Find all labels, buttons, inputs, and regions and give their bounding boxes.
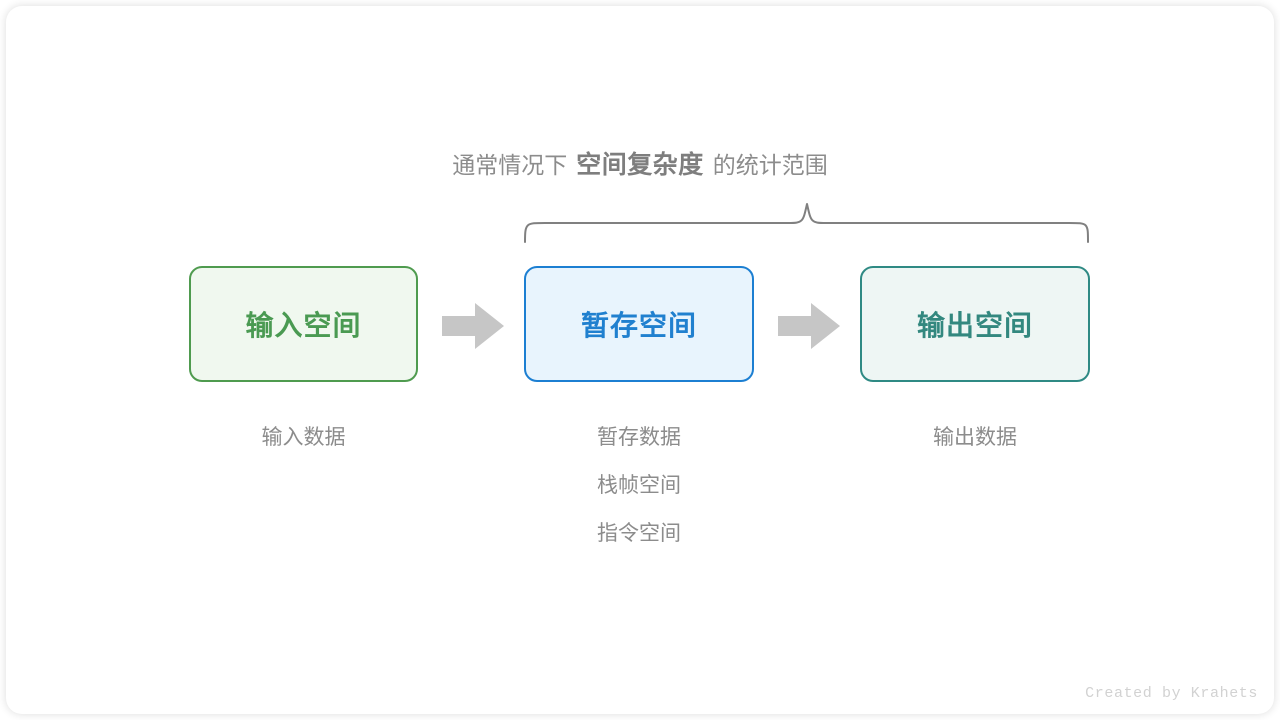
- caption-line: 栈帧空间: [597, 474, 681, 497]
- caption-line: 输出数据: [933, 426, 1017, 449]
- heading-prefix: 通常情况下: [452, 152, 568, 178]
- caption-temp: 暂存数据 栈帧空间 指令空间: [524, 414, 754, 558]
- stage-box-temp-label: 暂存空间: [580, 310, 697, 341]
- caption-line: 暂存数据: [597, 426, 681, 449]
- stage-box-temp[interactable]: 暂存空间: [524, 266, 754, 382]
- caption-line: 指令空间: [597, 522, 681, 545]
- arrow-right-icon: [778, 303, 840, 349]
- arrow-right-icon: [442, 303, 504, 349]
- stage-box-output-label: 输出空间: [916, 310, 1033, 341]
- page-title: 通常情况下空间复杂度的统计范围: [0, 148, 1280, 182]
- scope-brace-icon: [524, 203, 1089, 243]
- caption-input: 输入数据: [189, 414, 418, 462]
- stage-box-input[interactable]: 输入空间: [189, 266, 418, 382]
- stage-box-output[interactable]: 输出空间: [860, 266, 1090, 382]
- stage-box-input-label: 输入空间: [245, 310, 362, 341]
- caption-line: 输入数据: [261, 426, 346, 449]
- caption-output: 输出数据: [860, 414, 1090, 462]
- attribution-footer: Created by Krahets: [1085, 685, 1258, 702]
- heading-emphasis: 空间复杂度: [576, 151, 704, 179]
- heading-suffix: 的统计范围: [712, 152, 828, 178]
